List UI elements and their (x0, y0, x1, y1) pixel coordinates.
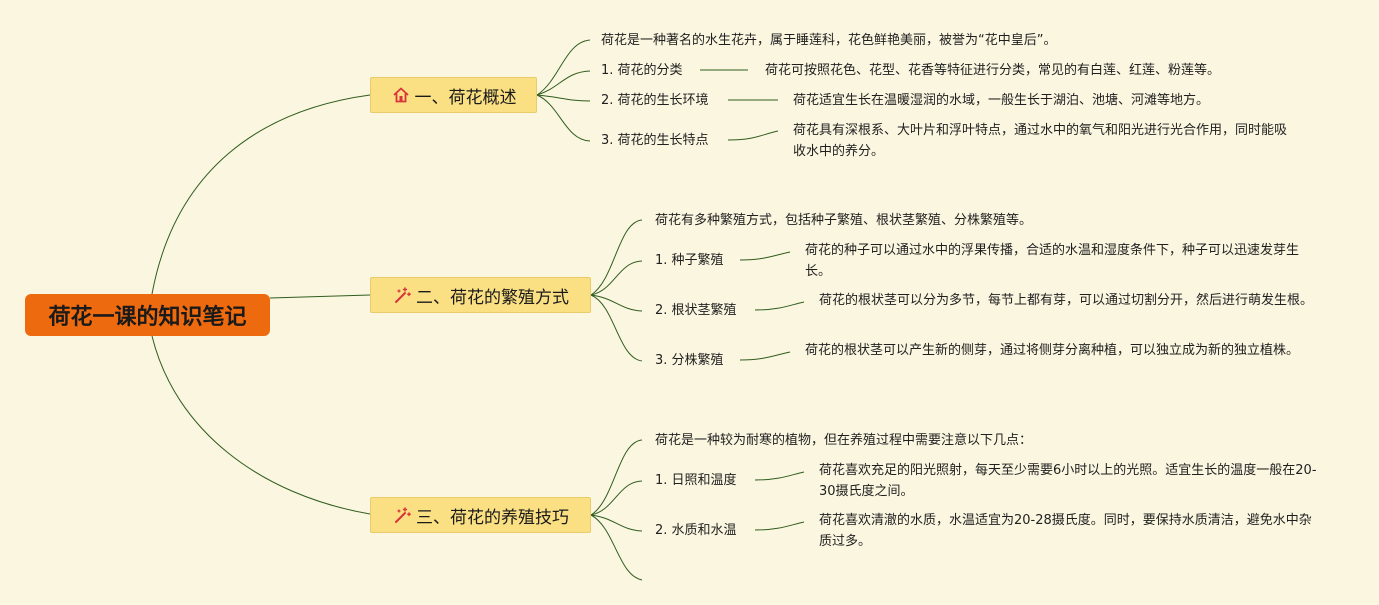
link-root-branch-3 (151, 335, 371, 515)
branch-1-item-3-detail: 荷花具有深根系、大叶片和浮叶特点，通过水中的氧气和阳光进行光合作用，同时能吸收水… (793, 123, 1288, 159)
link-b2-item3-detail (739, 351, 791, 361)
branch-3-node[interactable]: 三、荷花的养殖技巧 (370, 497, 591, 533)
branch-3-label: 三、荷花的养殖技巧 (416, 507, 569, 528)
branch-3-intro: 荷花是一种较为耐寒的植物，但在养殖过程中需要注意以下几点： (655, 433, 1033, 448)
branch-3-item-2-detail: 荷花喜欢清澈的水质，水温适宜为20-28摄氏度。同时，要保持水质清洁，避免水中杂… (819, 513, 1312, 549)
link-b2-intro (590, 219, 643, 296)
link-root-branch-1 (151, 94, 371, 295)
link-b1-item3-detail (727, 130, 779, 141)
branch-1-node[interactable]: 一、荷花概述 (370, 77, 537, 113)
house-icon (392, 87, 409, 103)
root-node[interactable]: 荷花一课的知识笔记 (25, 294, 270, 336)
branch-3-item-2-label: 2. 水质和水温 (655, 523, 737, 538)
link-b2-item1-detail (739, 251, 791, 261)
branch-1-label: 一、荷花概述 (414, 87, 517, 108)
link-b2-item3 (590, 294, 643, 362)
magic-wand-icon (395, 287, 411, 303)
link-b3-item2 (590, 514, 643, 532)
branch-2-intro: 荷花有多种繁殖方式，包括种子繁殖、根状茎繁殖、分株繁殖等。 (655, 213, 1033, 228)
branch-1-item-1-label: 1. 荷花的分类 (601, 63, 683, 78)
branch-3-item-1-detail: 荷花喜欢充足的阳光照射，每天至少需要6小时以上的光照。适宜生长的温度一般在20-… (819, 463, 1317, 499)
branch-2-item-3-label: 3. 分株繁殖 (655, 353, 724, 368)
branch-2-item-1-label: 1. 种子繁殖 (655, 253, 724, 268)
branch-1-item-1-detail: 荷花可按照花色、花型、花香等特征进行分类，常见的有白莲、红莲、粉莲等。 (765, 63, 1221, 78)
branch-1-item-2-label: 2. 荷花的生长环境 (601, 93, 709, 108)
magic-wand-icon (395, 507, 411, 523)
branch-3-item-1-label: 1. 日照和温度 (655, 473, 737, 488)
branch-1-intro: 荷花是一种著名的水生花卉，属于睡莲科，花色鲜艳美丽，被誉为“花中皇后”。 (601, 33, 1057, 48)
link-b1-item3 (536, 94, 591, 142)
link-b1-intro (536, 39, 591, 96)
link-b3-item3 (590, 514, 643, 581)
link-b2-item1 (590, 260, 643, 296)
branch-2-item-1-detail: 荷花的种子可以通过水中的浮果传播，合适的水温和湿度条件下，种子可以迅速发芽生长。 (805, 243, 1300, 279)
branch-2-item-3-detail: 荷花的根状茎可以产生新的侧芽，通过将侧芽分离种植，可以独立成为新的独立植株。 (805, 343, 1300, 358)
link-b2-item2-detail (754, 301, 805, 311)
branch-2-label: 二、荷花的繁殖方式 (416, 287, 569, 308)
link-b3-item2-detail (754, 521, 805, 531)
link-b1-item2 (536, 94, 591, 102)
link-b2-item2 (590, 294, 643, 312)
link-b1-item1 (536, 70, 591, 96)
branch-2-node[interactable]: 二、荷花的繁殖方式 (370, 277, 591, 313)
branch-2-item-2-label: 2. 根状茎繁殖 (655, 303, 737, 318)
branch-1-item-3-label: 3. 荷花的生长特点 (601, 133, 709, 148)
root-title: 荷花一课的知识笔记 (48, 305, 247, 330)
link-b3-intro (590, 439, 643, 516)
branch-2-item-2-detail: 荷花的根状茎可以分为多节，每节上都有芽，可以通过切割分开，然后进行萌发生根。 (819, 293, 1314, 308)
link-root-branch-2 (269, 294, 371, 299)
link-b3-item1-detail (754, 471, 805, 481)
link-b3-item1 (590, 480, 643, 516)
branch-1-item-2-detail: 荷花适宜生长在温暖湿润的水域，一般生长于湖泊、池塘、河滩等地方。 (793, 93, 1210, 108)
